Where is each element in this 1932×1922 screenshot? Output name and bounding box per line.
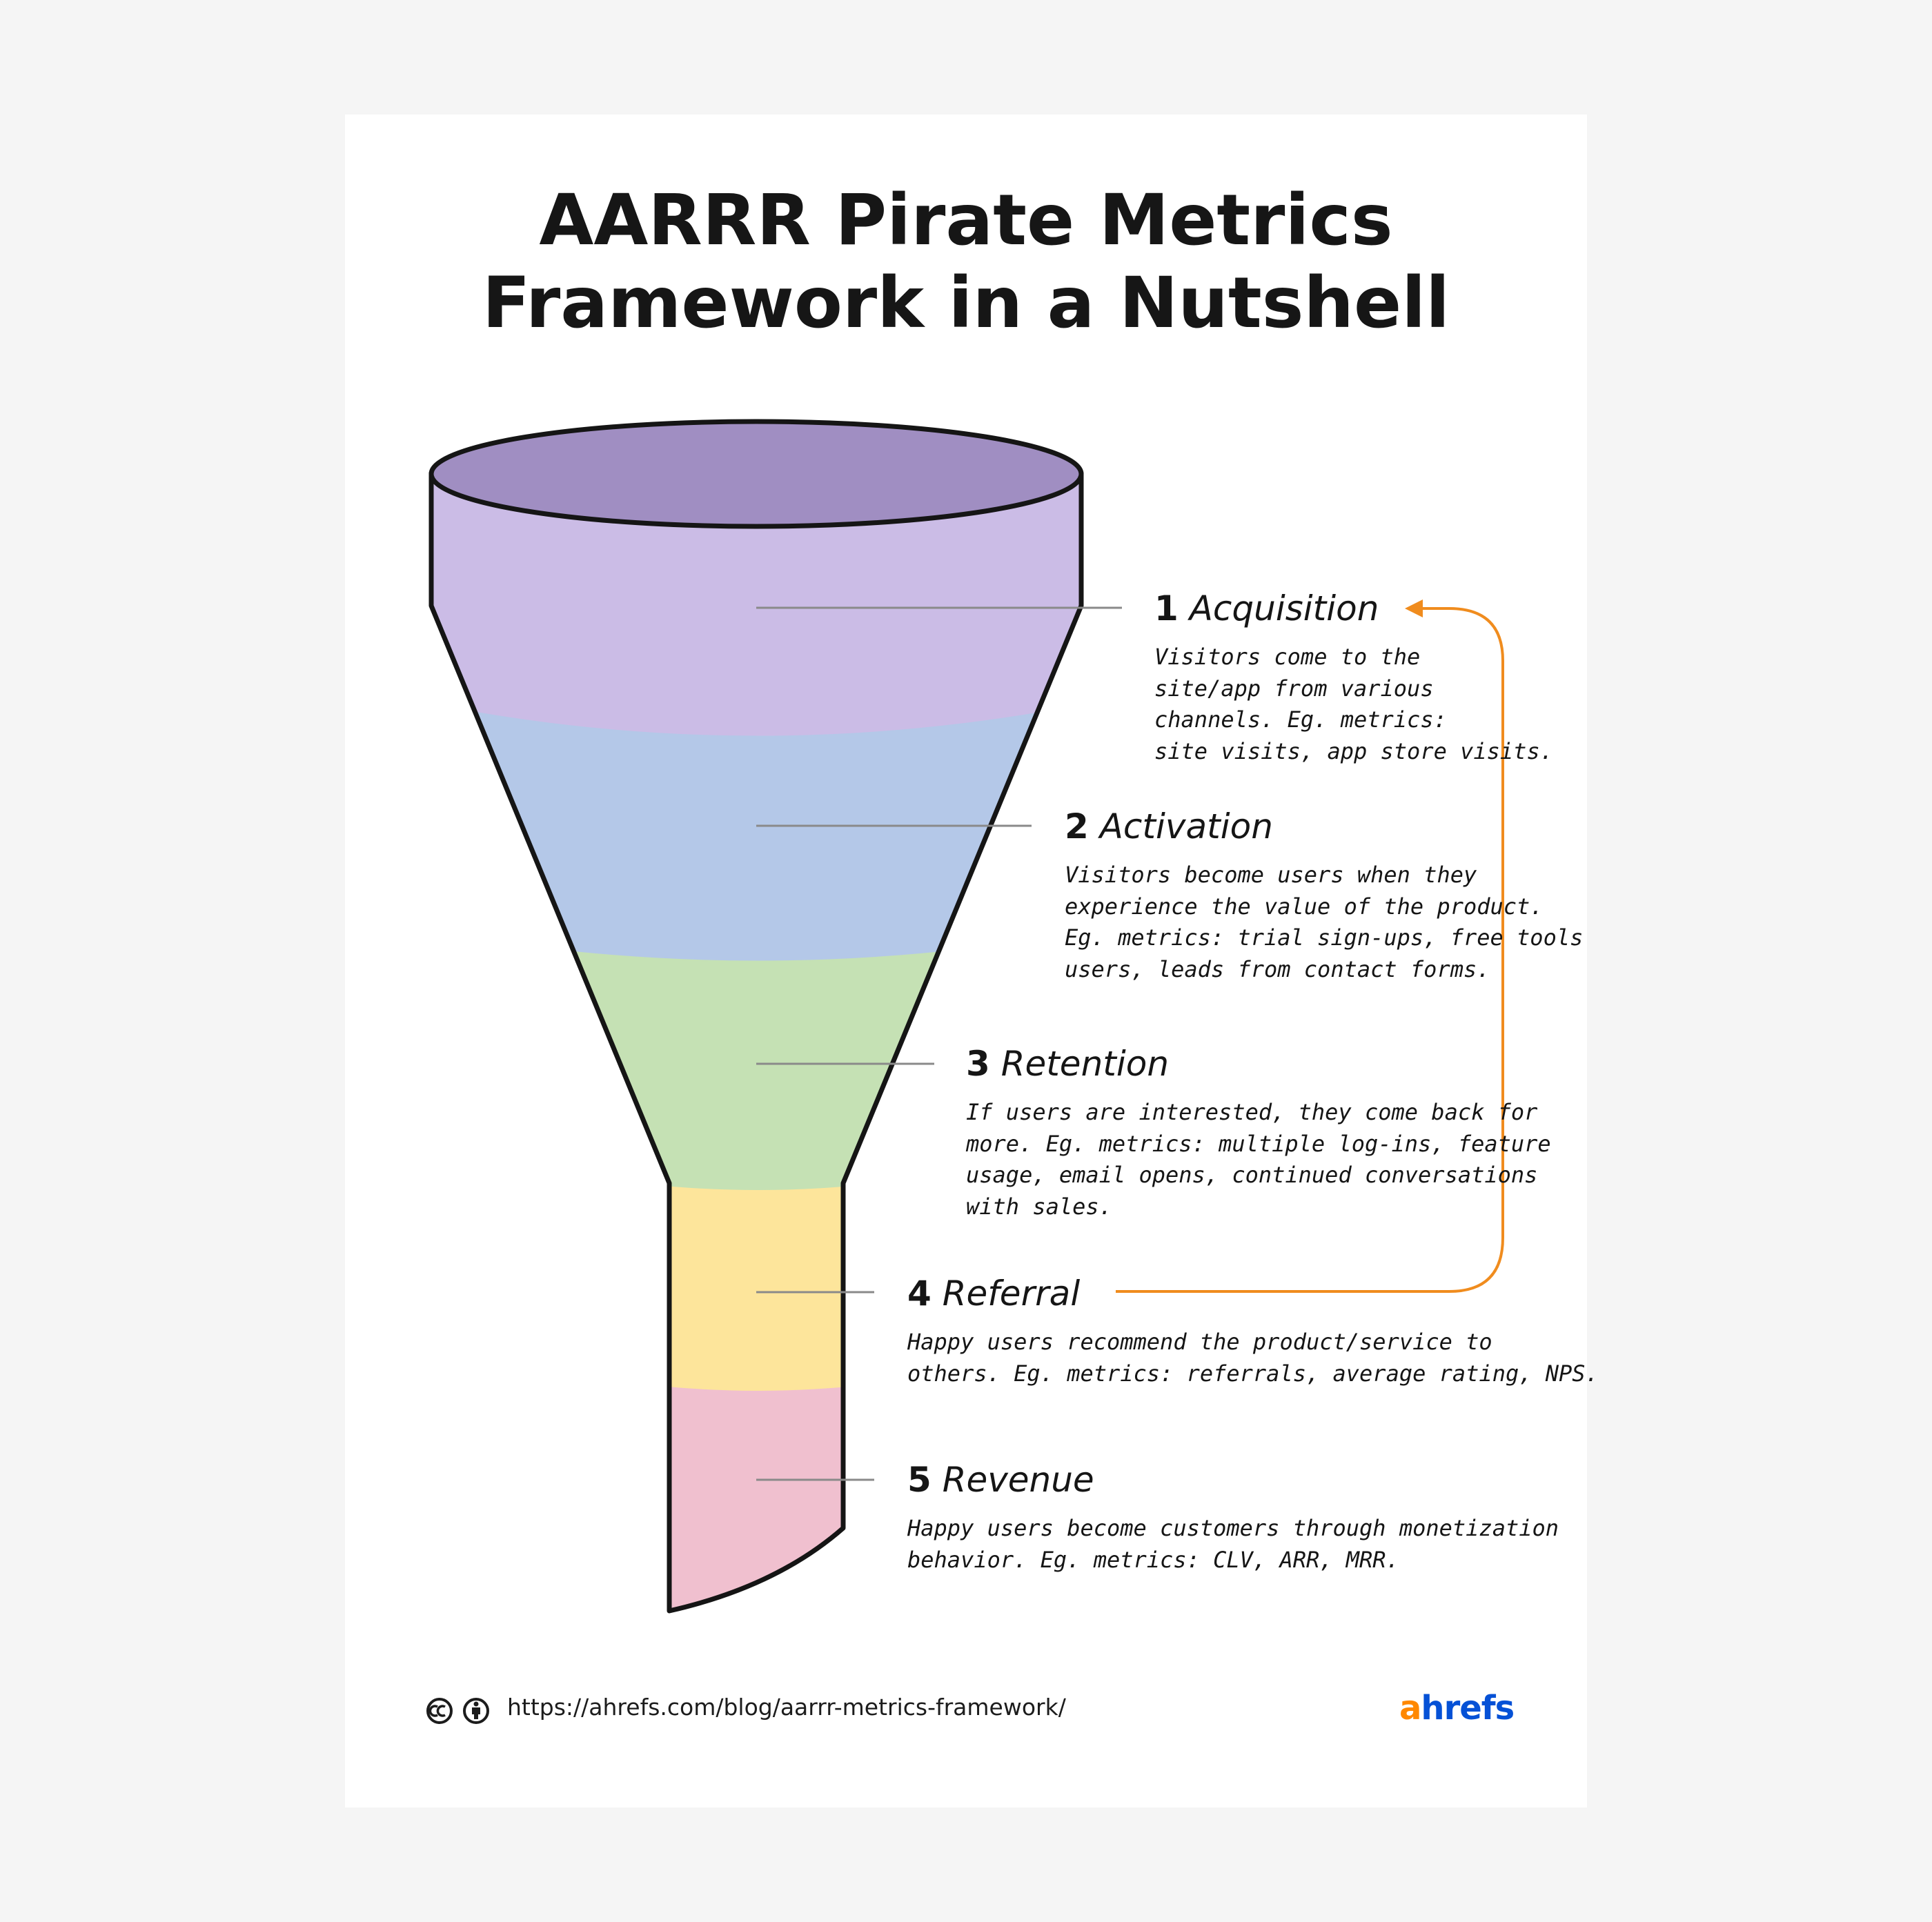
stage-description: If users are interested, they come back … <box>966 1099 1551 1220</box>
stage-heading: 3 Retention <box>966 1043 1551 1084</box>
title-line-1: AARRR Pirate Metrics <box>539 179 1393 261</box>
funnel-band-revenue <box>621 1381 897 1611</box>
title-line-2: Framework in a Nutshell <box>482 262 1450 344</box>
page-title: AARRR Pirate Metrics Framework in a Nuts… <box>345 179 1587 345</box>
stage-name: Acquisition <box>1189 588 1379 628</box>
stage-acquisition: 1 Acquisition Visitors come to the site/… <box>1154 588 1553 767</box>
funnel-top-ellipse <box>428 419 1084 529</box>
stage-revenue: 5 Revenue Happy users become customers t… <box>907 1459 1559 1576</box>
attribution-icon <box>463 1698 489 1724</box>
stage-heading: 1 Acquisition <box>1154 588 1553 629</box>
stage-number: 3 <box>966 1044 990 1084</box>
stage-referral: 4 Referral Happy users recommend the pro… <box>907 1273 1599 1389</box>
funnel-band-referral <box>621 1181 897 1414</box>
stage-heading: 4 Referral <box>907 1273 1599 1314</box>
stage-description: Happy users recommend the product/servic… <box>907 1329 1599 1387</box>
stage-name: Activation <box>1099 806 1273 846</box>
arrowhead-icon <box>1405 600 1423 617</box>
stage-number: 5 <box>907 1460 931 1500</box>
stage-number: 4 <box>907 1274 931 1314</box>
creative-commons-icon <box>426 1698 453 1724</box>
funnel-band-activation <box>431 700 1081 966</box>
stage-heading: 5 Revenue <box>907 1459 1559 1500</box>
leader-lines <box>756 606 1122 1481</box>
stage-heading: 2 Activation <box>1065 806 1583 847</box>
stage-description: Visitors become users when they experien… <box>1065 862 1584 982</box>
stage-name: Referral <box>942 1274 1081 1314</box>
stage-number: 1 <box>1154 588 1179 628</box>
stage-number: 2 <box>1065 806 1089 846</box>
funnel-outline <box>428 473 1084 1614</box>
license-icons <box>426 1698 489 1724</box>
stage-name: Retention <box>1000 1044 1170 1084</box>
stage-description: Visitors come to the site/app from vario… <box>1154 644 1553 764</box>
stage-activation: 2 Activation Visitors become users when … <box>1065 806 1583 985</box>
source-url[interactable]: https://ahrefs.com/blog/aarrr-metrics-fr… <box>507 1694 1066 1721</box>
stage-name: Revenue <box>942 1460 1094 1500</box>
logo-rest: hrefs <box>1421 1689 1515 1727</box>
stage-description: Happy users become customers through mon… <box>907 1515 1559 1573</box>
infographic-card <box>345 115 1587 1807</box>
logo-accent: a <box>1399 1689 1421 1727</box>
stage-retention: 3 Retention If users are interested, the… <box>966 1043 1551 1222</box>
ahrefs-logo: ahrefs <box>1399 1689 1515 1727</box>
referral-loop-arrow <box>1116 607 1504 1293</box>
